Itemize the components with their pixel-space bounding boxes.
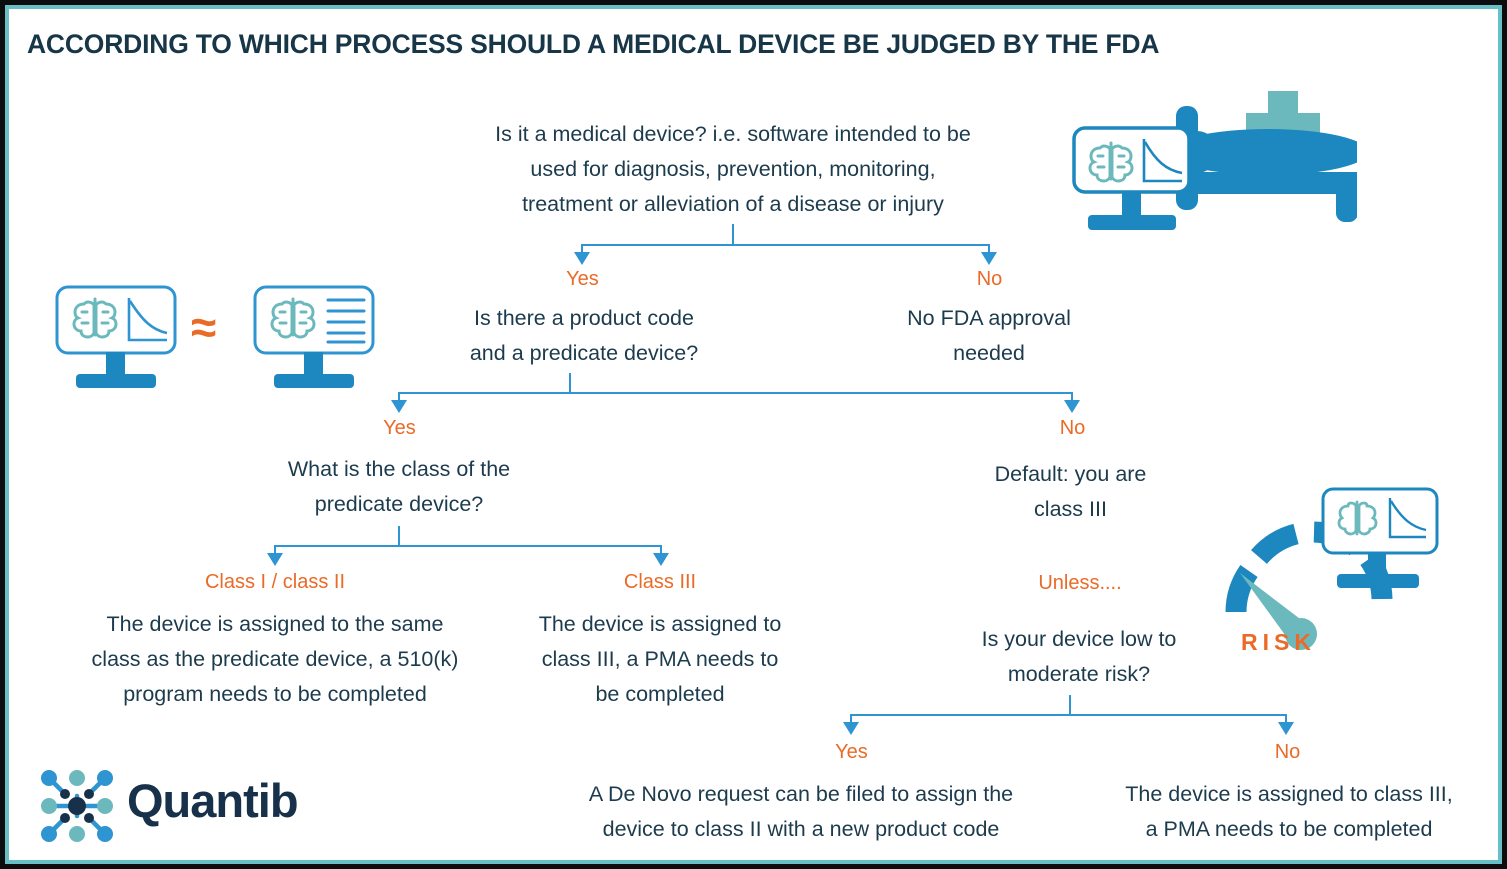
risk-word-label: RISK [1241, 629, 1316, 655]
o510k-line3: program needs to be completed [123, 682, 427, 706]
inner-teal-border: ACCORDING TO WHICH PROCESS SHOULD A MEDI… [5, 5, 1502, 864]
connector-q4-stem [1069, 695, 1071, 715]
q4-line2: moderate risk? [1007, 662, 1151, 686]
arrowhead-branch3-class-iii [653, 553, 669, 566]
connector-branch2-horizontal [398, 392, 1072, 394]
branch3-class-i-ii-label: Class I / class II [204, 571, 346, 593]
outcome-pma-class-iii-left: The device is assigned to class III, a P… [510, 607, 810, 712]
no-fda-line2: needed [953, 341, 1025, 365]
no-fda-line1: No FDA approval [907, 306, 1071, 330]
default-line2: class III [1034, 497, 1107, 521]
branch2-no-label: No [1059, 417, 1086, 439]
connector-branch4-left-drop [850, 714, 852, 723]
approximately-equal-icon: ≈ [191, 301, 217, 353]
connector-branch4-right-drop [1285, 714, 1287, 723]
unless-label: Unless.... [1038, 572, 1122, 594]
connector-branch1-left-drop [581, 244, 583, 253]
branch4-no-label: No [1274, 741, 1301, 763]
question-class-of-predicate: What is the class of the predicate devic… [249, 452, 549, 522]
question-low-moderate-risk: Is your device low to moderate risk? [929, 622, 1229, 692]
infographic-canvas: ACCORDING TO WHICH PROCESS SHOULD A MEDI… [9, 9, 1498, 860]
o510k-line1: The device is assigned to the same [106, 612, 444, 636]
risk-gauge-icon [1225, 487, 1439, 650]
arrowhead-branch4-no [1278, 722, 1294, 735]
arrowhead-branch2-yes [391, 400, 407, 413]
denovo-line2: device to class II with a new product co… [602, 817, 1000, 841]
brain-monitor-list-icon [253, 285, 375, 388]
arrowhead-branch3-class-i-ii [267, 553, 283, 566]
o510k-line2: class as the predicate device, a 510(k) [91, 647, 459, 671]
q2-line1: Is there a product code [474, 306, 694, 330]
opmal-line1: The device is assigned to [538, 612, 782, 636]
connector-q1-stem [732, 224, 734, 245]
branch3-class-iii-label: Class III [623, 571, 697, 593]
arrowhead-branch1-no [981, 252, 997, 265]
denovo-line1: A De Novo request can be filed to assign… [588, 782, 1014, 806]
arrowhead-branch1-yes [574, 252, 590, 265]
q2-line2: and a predicate device? [469, 341, 699, 365]
connector-branch3-right-drop [660, 545, 662, 554]
default-line1: Default: you are [994, 462, 1147, 486]
connector-branch1-right-drop [988, 244, 990, 253]
q3-line2: predicate device? [314, 492, 484, 516]
branch4-yes-label: Yes [835, 741, 868, 763]
connector-branch4-horizontal [850, 714, 1286, 716]
arrowhead-branch2-no [1064, 400, 1080, 413]
connector-q3-stem [398, 526, 400, 546]
opmal-line2: class III, a PMA needs to [541, 647, 779, 671]
connector-branch3-horizontal [274, 545, 661, 547]
arrowhead-branch4-yes [843, 722, 859, 735]
q3-line1: What is the class of the [287, 457, 511, 481]
opmar-line2: a PMA needs to be completed [1145, 817, 1433, 841]
outcome-default-class-iii: Default: you are class III [949, 457, 1192, 527]
question-product-code-predicate: Is there a product code and a predicate … [404, 301, 764, 371]
opmal-line3: be completed [595, 682, 725, 706]
outcome-pma-class-iii-right: The device is assigned to class III, a P… [1089, 777, 1489, 847]
connector-branch3-left-drop [274, 545, 276, 554]
q1-line2: used for diagnosis, prevention, monitori… [530, 157, 936, 181]
opmar-line1: The device is assigned to class III, [1125, 782, 1453, 806]
question-is-medical-device: Is it a medical device? i.e. software in… [429, 117, 1037, 222]
brain-monitor-graph-icon [55, 285, 177, 388]
connector-q2-stem [569, 373, 571, 393]
connector-branch2-left-drop [398, 392, 400, 401]
branch1-yes-label: Yes [566, 268, 599, 290]
quantib-network-mark [41, 770, 113, 842]
outcome-510k-program: The device is assigned to the same class… [39, 607, 511, 712]
outcome-no-fda-approval: No FDA approval needed [849, 301, 1129, 371]
q1-line1: Is it a medical device? i.e. software in… [495, 122, 971, 146]
connector-branch1-horizontal [581, 244, 989, 246]
page-title: ACCORDING TO WHICH PROCESS SHOULD A MEDI… [27, 29, 1160, 59]
branch1-no-label: No [976, 268, 1003, 290]
q4-line1: Is your device low to [981, 627, 1177, 651]
branch2-yes-label: Yes [383, 417, 416, 439]
patient-in-bed-with-brain-monitor-icon [1072, 91, 1357, 230]
connector-branch2-right-drop [1071, 392, 1073, 401]
quantib-wordmark: Quantib [127, 774, 299, 827]
q1-line3: treatment or alleviation of a disease or… [522, 192, 944, 216]
outcome-de-novo-request: A De Novo request can be filed to assign… [536, 777, 1066, 847]
